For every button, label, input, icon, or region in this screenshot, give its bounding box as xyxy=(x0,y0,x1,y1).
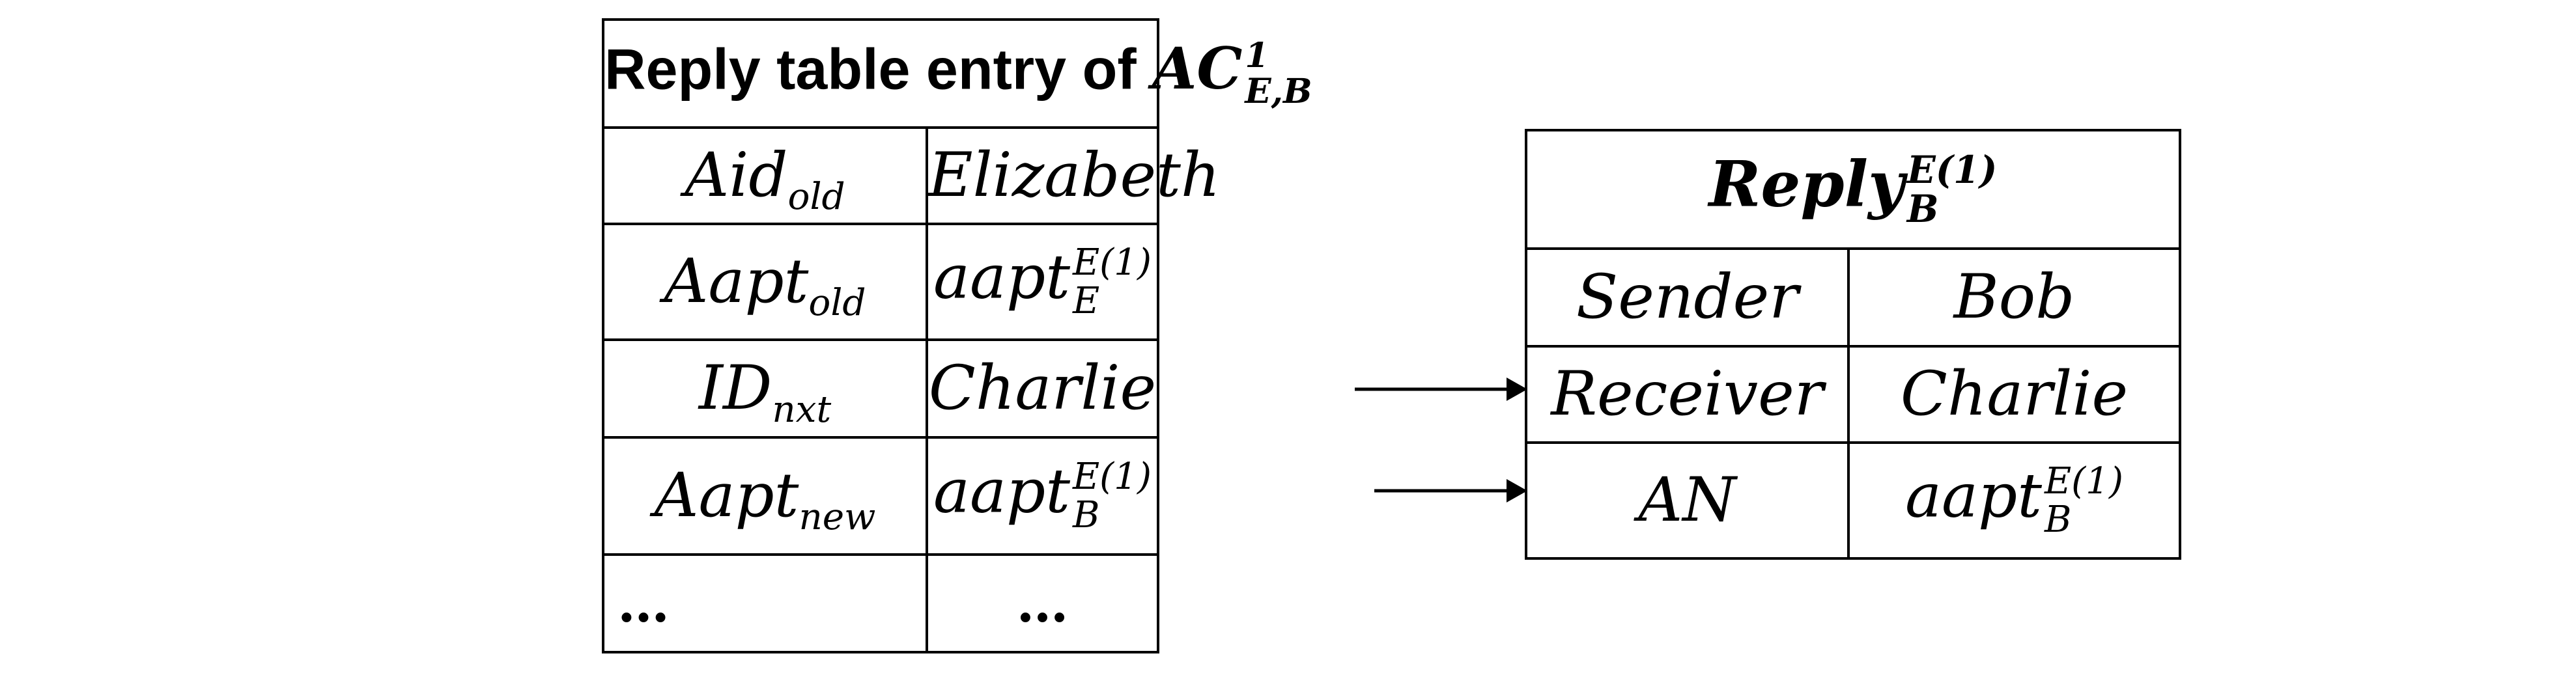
arrow-aapt-to-an xyxy=(1374,479,1527,502)
row-label-aid-old: Aidold xyxy=(602,126,928,225)
reply-table-title-text: Reply table entry of xyxy=(604,36,1153,101)
row-label-an: AN xyxy=(1525,441,1850,560)
row-label-aapt-new: Aaptnew xyxy=(602,436,928,556)
row-value-receiver-charlie: Charlie xyxy=(1847,345,2181,444)
row-value-charlie: Charlie xyxy=(926,338,1159,439)
row-value-bob: Bob xyxy=(1847,247,2181,348)
row-value-elizabeth: Elizabeth xyxy=(926,126,1220,225)
row-value-ellipsis: … xyxy=(926,553,1159,653)
row-label-receiver: Receiver xyxy=(1525,345,1850,444)
row-label-ellipsis: … xyxy=(602,553,928,653)
row-label-sender: Sender xyxy=(1525,247,1850,348)
row-label-id-nxt: IDnxt xyxy=(602,338,928,439)
row-label-aapt-old: Aaptold xyxy=(602,223,928,341)
arrow-charlie-to-receiver xyxy=(1355,378,1527,401)
